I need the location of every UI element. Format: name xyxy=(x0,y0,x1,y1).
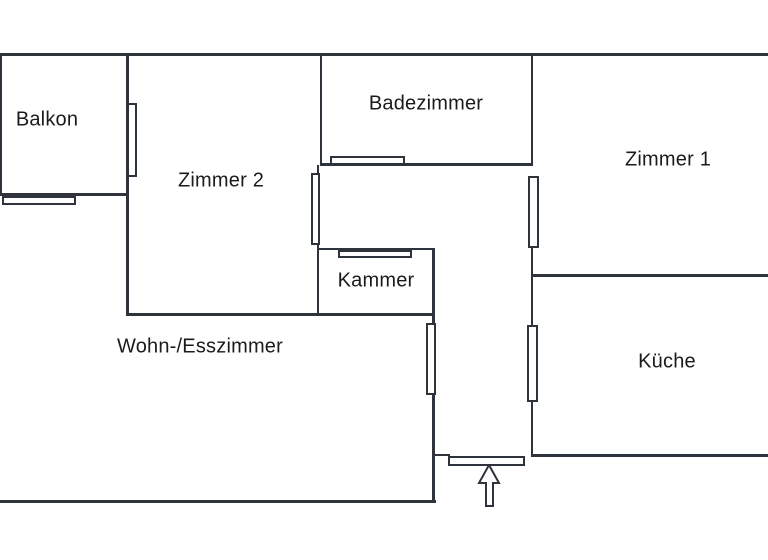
opening-eingang-schwelle xyxy=(448,456,525,466)
wall-badezimmer-left xyxy=(320,55,322,165)
opening-balkon-fenster xyxy=(2,196,76,205)
opening-wohnzimmer-fenster xyxy=(426,323,436,395)
opening-badezimmer-tuer xyxy=(330,156,405,165)
room-label-zimmer-2: Zimmer 2 xyxy=(177,169,265,192)
room-label-badezimmer: Badezimmer xyxy=(368,92,484,115)
opening-flur-fenster xyxy=(311,173,320,245)
wall-badezimmer-bottom xyxy=(320,163,533,166)
wall-entry-stub xyxy=(434,454,450,456)
wall-kueche-zimmer1-divider xyxy=(531,274,768,277)
opening-kammer-tuer xyxy=(338,250,412,258)
wall-outer-top xyxy=(0,53,768,56)
wall-kueche-bottom xyxy=(531,454,768,457)
wall-kammer-right xyxy=(432,250,435,315)
wall-balkon-left xyxy=(0,53,2,196)
wall-badezimmer-zimmer1-wand xyxy=(531,55,533,165)
room-label-wohn-esszimmer: Wohn-/Esszimmer xyxy=(117,335,283,358)
wall-balkon-bottom xyxy=(0,193,128,196)
opening-zimmer2-balkon-tuer xyxy=(127,103,137,177)
room-label-kueche: Küche xyxy=(638,350,696,373)
wall-flur-right-lower xyxy=(531,400,533,456)
room-label-kammer: Kammer xyxy=(337,269,415,292)
opening-zimmer1-fenster xyxy=(528,176,539,248)
wall-kammer-top xyxy=(318,248,435,250)
wall-balkon-right-zimmer2-left xyxy=(126,55,129,316)
wall-wohnzimmer-bottom xyxy=(0,500,436,503)
room-label-zimmer-1: Zimmer 1 xyxy=(624,148,712,171)
wall-wohnzimmer-right xyxy=(432,315,435,503)
opening-kueche-fenster xyxy=(527,325,538,402)
wall-zimmer2-kammer-bottom xyxy=(127,313,435,316)
wall-flur-right-upper xyxy=(531,248,533,326)
room-label-balkon: Balkon xyxy=(15,108,79,131)
entrance-arrow-icon xyxy=(477,462,501,507)
